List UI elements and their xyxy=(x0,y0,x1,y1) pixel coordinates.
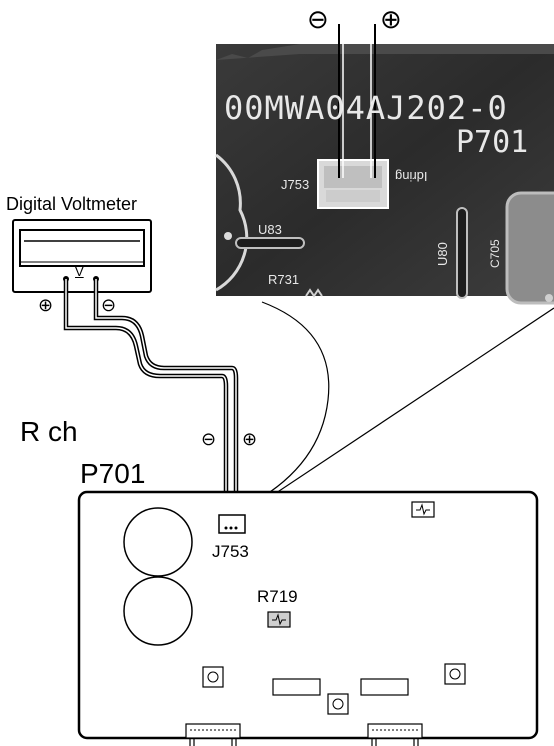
voltmeter-terminal-label: V xyxy=(75,264,84,279)
capacitor-bottom xyxy=(123,576,193,646)
j753-connector xyxy=(218,514,246,534)
r719-label: R719 xyxy=(257,587,298,606)
photo-part-c705: C705 xyxy=(488,239,502,268)
photo-part-u83: U83 xyxy=(258,222,282,237)
pcb-photo xyxy=(215,44,554,305)
capacitor-top xyxy=(123,507,193,577)
lead-plus-symbol: ⊕ xyxy=(242,429,258,449)
channel-label: R ch xyxy=(20,416,78,447)
board-name-label: P701 xyxy=(80,458,146,489)
p701-board xyxy=(77,490,539,746)
photo-probe-wires xyxy=(338,24,376,178)
photo-connector-side-label: Idring xyxy=(395,169,428,184)
test-leads xyxy=(63,279,239,519)
voltmeter-minus-symbol: ⊖ xyxy=(101,295,117,315)
photo-part-u80: U80 xyxy=(435,242,450,266)
voltmeter xyxy=(12,219,152,293)
voltmeter-plus-symbol: ⊕ xyxy=(38,295,54,315)
photo-board-code: 00MWA04AJ202-0 xyxy=(224,89,508,127)
top-plus-symbol: ⊕ xyxy=(380,4,402,34)
top-minus-symbol: ⊖ xyxy=(307,4,329,34)
voltmeter-title: Digital Voltmeter xyxy=(6,194,138,214)
photo-part-r731: R731 xyxy=(268,272,300,287)
j753-label: J753 xyxy=(212,542,249,561)
lead-minus-symbol: ⊖ xyxy=(201,429,217,449)
callout-lines xyxy=(240,301,554,510)
photo-board-name: P701 xyxy=(456,125,529,160)
photo-connector-label: J753 xyxy=(281,177,310,192)
